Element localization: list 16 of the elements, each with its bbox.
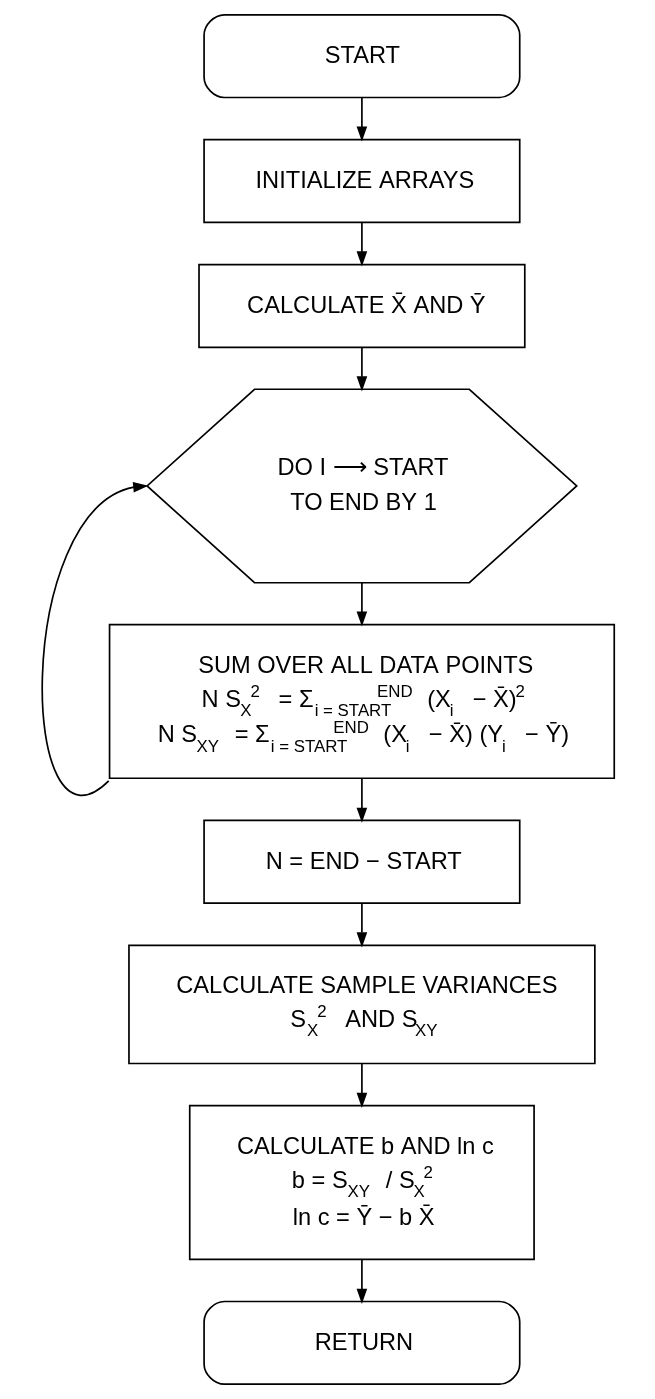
arrow [356, 1258, 367, 1304]
arrow [41, 481, 148, 796]
arrow [356, 1062, 367, 1108]
node-box: INITIALIZE ARRAYS [202, 138, 521, 224]
node-box: CALCULATE SAMPLE VARIANCES S$_{X}$$^{2}$ AND S$_{XY}$ [127, 944, 596, 1065]
arrow [356, 96, 367, 142]
arrow [356, 581, 367, 627]
arrow [356, 346, 367, 392]
arrow [356, 777, 367, 823]
arrow [356, 902, 367, 948]
node-box: SUM OVER ALL DATA POINTS N S$_{X}$$^{2}$ = Σ$_{i = START}$$^{END}$ (X$_{i}$ − X̄)$^{2}$ N S$_{XY}$ = Σ$_{i = START}$$^{END}$ (X$_{i}$ − X̄) (Y$_{i}$ − Ȳ) [108, 623, 615, 780]
node-box: CALCULATE X̄ AND Ȳ [197, 263, 526, 349]
node-box: N = END − START [202, 819, 521, 904]
arrow [356, 221, 367, 267]
node-box: RETURN [202, 1300, 521, 1386]
node-box: START [202, 13, 521, 99]
